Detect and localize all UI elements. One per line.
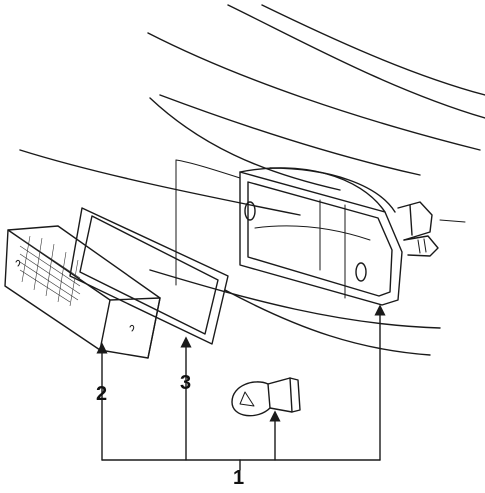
- lens-hatching: [19, 235, 81, 307]
- socket-connector: [397, 201, 439, 257]
- lamp-bulb: [231, 377, 301, 417]
- body-contour-lines: [19, 4, 485, 356]
- callout-assembly: 1: [233, 467, 245, 489]
- callout-lens: 2: [96, 383, 108, 405]
- callout-gasket: 3: [180, 372, 192, 394]
- lamp-housing: [239, 167, 403, 306]
- lamp-lens: [4, 225, 161, 359]
- leader-lines: [96, 304, 386, 471]
- gasket: [69, 207, 229, 345]
